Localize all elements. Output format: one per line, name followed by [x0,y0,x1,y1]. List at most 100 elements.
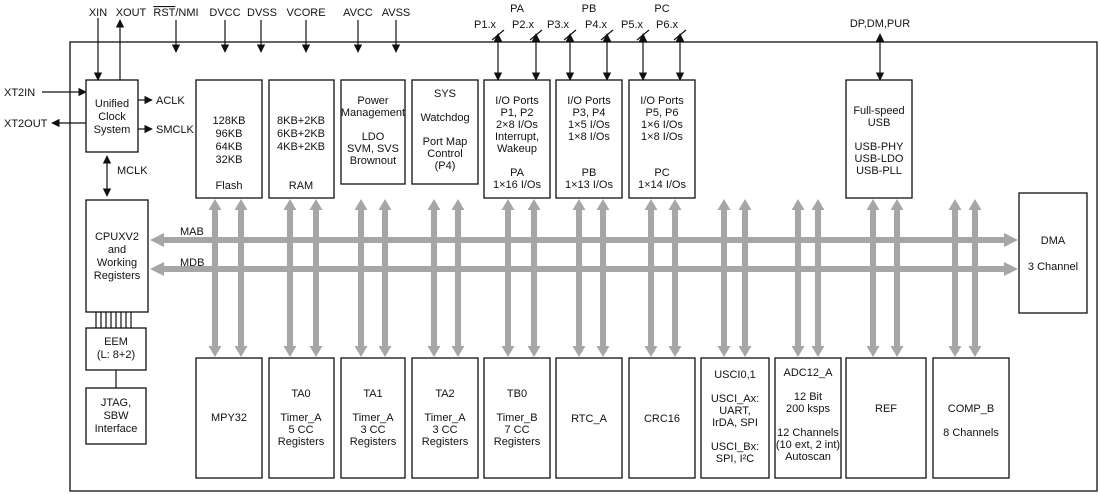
bus-tap [572,199,586,357]
block-text-line: IrDA, SPI [712,417,758,429]
block-text-line: CRC16 [644,413,680,425]
mclk-label: MCLK [117,165,148,177]
ref-block: REF [845,357,927,479]
block-text-line: and [108,244,126,256]
block-text-line: USB-PLL [856,165,902,177]
p3-label: P3.x [547,19,570,31]
bus-tap [811,199,825,357]
block-text-line: 128KB [212,115,245,127]
block-text-line: SVM, SVS [347,143,399,155]
block-text-line: ADC12_A [784,367,834,379]
bus-tap [890,199,904,357]
block-text-line: SYS [434,88,456,100]
block-text-line: 2×8 I/Os [496,119,538,131]
block-text-line: Interrupt, [495,131,539,143]
block-text-line: Management [341,107,405,119]
block-text-line: 1×5 I/Os [568,119,610,131]
bus-tap [948,199,962,357]
block-text-line: Flash [216,180,243,192]
bus-layer [150,199,1018,357]
block-text-line: 96KB [216,128,243,140]
mpy32-block: MPY32 [195,357,263,479]
block-text-line: TA0 [291,388,310,400]
bus-tap [354,199,368,357]
dvcc-label: DVCC [209,7,240,19]
port-pins [491,29,687,81]
block-text-line: 1×8 I/Os [568,131,610,143]
avcc-label: AVCC [343,7,373,19]
top-signal-labels: XIN XOUT RST/NMI DVCC DVSS VCORE AVCC AV… [89,3,910,31]
bus-tap [717,199,731,357]
dvss-label: DVSS [247,7,277,19]
block-text-line: Full-speed [853,105,904,117]
block-text-line: RTC_A [571,413,608,425]
rtc-text: RTC_A [571,413,608,425]
block-text-line: 1×8 I/Os [641,131,683,143]
block-text-line: Autoscan [785,451,831,463]
bus-tap [668,199,682,357]
rtc-block: RTC_A [555,357,623,479]
block-text-line: P5, P6 [645,107,678,119]
xout-label: XOUT [116,7,147,19]
bus-tap [309,199,323,357]
block-text-line: I/O Ports [495,95,539,107]
mab-label: MAB [180,226,204,238]
aclk-label: ACLK [156,95,185,107]
block-text-line: Port Map [423,136,468,148]
block-text-line: TB0 [507,388,527,400]
p4-label: P4.x [585,19,608,31]
bus-tap [283,199,297,357]
rst-nmi-label: RST/NMI [153,7,198,19]
block-text-line: Timer_B [496,412,537,424]
p2-label: P2.x [512,19,535,31]
block-text-line: 8KB+2KB [277,115,325,127]
block-text-line: USB-LDO [855,153,904,165]
block-text-line: Timer_A [424,412,466,424]
crc16-block: CRC16 [628,357,696,479]
block-text-line: Registers [94,270,141,282]
block-text-line: 5 CC [288,424,313,436]
block-text-line: Registers [350,436,397,448]
mdb-bus [150,262,1018,276]
block-text-line: 12 Channels [777,427,839,439]
block-text-line: Unified [95,98,129,110]
bus-tap [208,199,222,357]
mpy32-text: MPY32 [211,412,247,424]
bus-tap [596,199,610,357]
block-text-line: MPY32 [211,412,247,424]
eem-cpu-links [95,312,132,328]
block-text-line: 3 Channel [1028,261,1078,273]
block-text-line: Clock [98,111,126,123]
nmi-text: /NMI [175,7,198,19]
block-text-line: (10 ext, 2 int) [776,439,840,451]
block-text-line: PC [654,167,669,179]
block-text-line: System [94,124,131,136]
block-text-line: Timer_A [280,412,322,424]
xt2in-label: XT2IN [4,87,35,99]
block-text-line: TA2 [435,388,454,400]
p6-label: P6.x [656,19,679,31]
block-text-line: PA [510,167,525,179]
block-text-line: Registers [278,436,325,448]
pa-group-label: PA [510,3,525,15]
block-text-line: P3, P4 [572,107,605,119]
mdb-label: MDB [180,257,204,269]
block-text-line: Watchdog [420,112,469,124]
